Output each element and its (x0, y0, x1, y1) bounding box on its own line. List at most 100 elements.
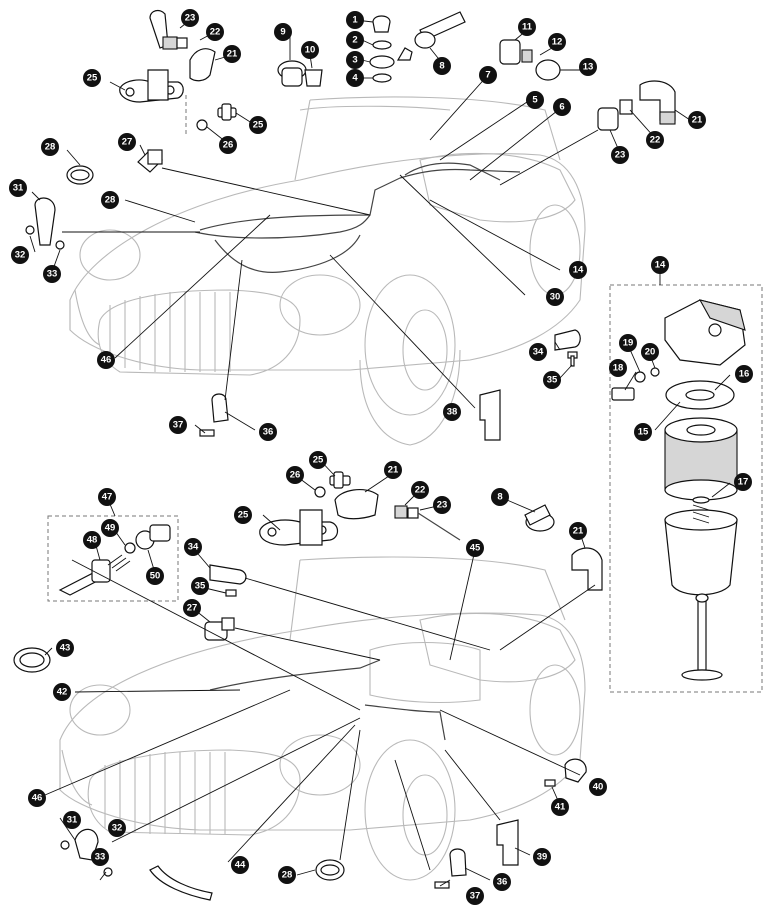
svg-text:48: 48 (87, 535, 98, 546)
callout: 26 (219, 136, 237, 154)
svg-text:20: 20 (645, 347, 656, 358)
oil-filter-assembly (609, 284, 763, 693)
clip-31-33-top (25, 197, 65, 250)
relief-valve-47-50 (47, 515, 179, 602)
svg-text:33: 33 (95, 852, 106, 863)
svg-text:2: 2 (352, 35, 357, 46)
hose-clip-43 (13, 647, 51, 673)
clip-40-41 (544, 758, 587, 787)
callout: 35 (191, 577, 209, 595)
svg-text:23: 23 (185, 13, 196, 24)
svg-text:21: 21 (692, 115, 703, 126)
callout: 22 (206, 23, 224, 41)
svg-text:28: 28 (282, 870, 293, 881)
svg-text:50: 50 (150, 571, 161, 582)
p-clip-36-37-top (199, 393, 229, 437)
callout: 28 (101, 191, 119, 209)
svg-text:49: 49 (105, 523, 116, 534)
svg-text:14: 14 (573, 265, 584, 276)
callout: 33 (91, 848, 109, 866)
callout: 46 (97, 351, 115, 369)
svg-text:8: 8 (497, 492, 502, 503)
callout: 1 (346, 11, 364, 29)
oil-pipe-hose-top (119, 9, 216, 135)
bracket-39 (496, 819, 519, 866)
callout: 4 (346, 69, 364, 87)
callout: 37 (169, 416, 187, 434)
callout: 38 (443, 403, 461, 421)
svg-text:43: 43 (60, 643, 71, 654)
union-27-top (137, 149, 163, 173)
svg-text:23: 23 (615, 150, 626, 161)
svg-text:1: 1 (352, 15, 358, 26)
callout: 9 (274, 23, 292, 41)
svg-text:37: 37 (470, 891, 481, 902)
hose-clip-8 (414, 11, 466, 49)
bottom-car-outline (59, 556, 586, 881)
callout: 25 (249, 116, 267, 134)
callout: 14 (569, 261, 587, 279)
callouts: 1 2 3 4 5 6 7 8 9 10 11 12 13 14 14 15 1… (9, 9, 753, 905)
callout: 21 (384, 461, 402, 479)
svg-text:4: 4 (352, 73, 358, 84)
callout: 48 (83, 531, 101, 549)
svg-text:30: 30 (550, 292, 561, 303)
svg-text:46: 46 (101, 355, 112, 366)
union-27-bottom (204, 617, 235, 641)
callout: 8 (491, 488, 509, 506)
svg-text:10: 10 (305, 45, 316, 56)
callout: 12 (548, 33, 566, 51)
callout: 41 (551, 798, 569, 816)
svg-text:11: 11 (522, 22, 533, 33)
svg-text:45: 45 (470, 543, 481, 554)
callout: 28 (278, 866, 296, 884)
svg-text:31: 31 (13, 183, 24, 194)
callout: 2 (346, 31, 364, 49)
callout: 42 (53, 683, 71, 701)
callout: 27 (118, 133, 136, 151)
svg-text:14: 14 (655, 260, 666, 271)
elbow-21-bottom (334, 488, 379, 520)
svg-text:25: 25 (253, 120, 264, 131)
p-clip-34-35-top (554, 329, 581, 367)
callout: 15 (634, 423, 652, 441)
callout: 37 (466, 887, 484, 905)
callout: 33 (43, 265, 61, 283)
callout: 45 (466, 539, 484, 557)
callout: 40 (589, 778, 607, 796)
adapter-9-10 (277, 60, 323, 87)
banjo-bolt-1-4 (369, 15, 413, 83)
callout: 10 (301, 41, 319, 59)
callout: 5 (526, 91, 544, 109)
svg-text:22: 22 (210, 27, 221, 38)
svg-text:37: 37 (173, 420, 184, 431)
svg-text:47: 47 (102, 492, 113, 503)
svg-text:27: 27 (187, 603, 198, 614)
svg-text:22: 22 (415, 485, 426, 496)
elbow-21-bottom-right (571, 547, 603, 591)
svg-text:7: 7 (485, 70, 490, 81)
callout: 20 (641, 343, 659, 361)
callout: 36 (493, 873, 511, 891)
callout: 14 (651, 256, 669, 274)
callout: 6 (553, 98, 571, 116)
callout: 31 (9, 179, 27, 197)
callout: 43 (56, 639, 74, 657)
svg-text:21: 21 (573, 526, 584, 537)
bolt-washer-25-26-bottom (314, 471, 351, 498)
callout: 21 (688, 111, 706, 129)
svg-text:41: 41 (555, 802, 566, 813)
svg-text:36: 36 (263, 427, 274, 438)
callout: 47 (98, 488, 116, 506)
callout: 26 (286, 466, 304, 484)
svg-text:31: 31 (67, 815, 78, 826)
p-clip-34-35-bottom (209, 564, 247, 597)
callout: 30 (546, 288, 564, 306)
callout: 46 (28, 789, 46, 807)
svg-text:46: 46 (32, 793, 43, 804)
svg-text:13: 13 (583, 62, 594, 73)
banjo-plate-25-bottom (259, 509, 339, 546)
svg-text:21: 21 (227, 49, 238, 60)
callout: 7 (479, 66, 497, 84)
